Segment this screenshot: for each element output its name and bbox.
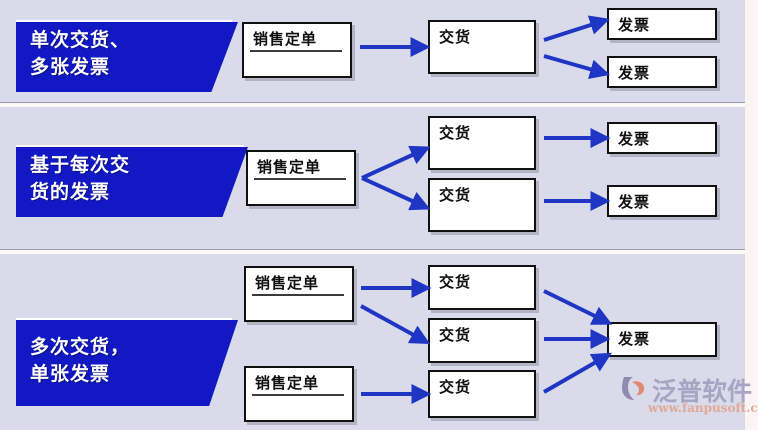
row-1-banner-line-2: 多张发票: [30, 56, 111, 78]
row-2-invoice-label-2: 发票: [618, 193, 651, 211]
row-3-delivery-label-1: 交货: [439, 273, 472, 291]
row-3-sales-order-box-2[interactable]: 销售定单: [244, 366, 354, 422]
row-1-sales-order-label: 销售定单: [253, 30, 318, 48]
watermark-url: www.fanpusoft.com: [648, 401, 758, 415]
row-2-delivery-box-1[interactable]: 交货: [428, 116, 536, 170]
row-3-sales-order-rule-2: [252, 394, 344, 396]
watermark: 泛普软件 www.fanpusoft.com: [620, 372, 758, 424]
page-right-margin: [745, 0, 758, 430]
row-3-delivery-box-1[interactable]: 交货: [428, 265, 536, 310]
banner-highlight-row-2: [16, 145, 244, 148]
row-3-banner: 多次交货， 单张发票: [16, 320, 238, 406]
row-1-invoice-box-1[interactable]: 发票: [607, 8, 717, 40]
row-2-banner-line-2: 货的发票: [30, 181, 111, 203]
row-2-banner: 基于每次交 货的发票: [16, 147, 248, 217]
banner-highlight-row-3: [16, 318, 232, 321]
row-3-sales-order-box-1[interactable]: 销售定单: [244, 266, 354, 322]
row-1-sales-order-box[interactable]: 销售定单: [242, 22, 352, 78]
row-1-invoice-label-1: 发票: [618, 16, 651, 34]
row-2-sales-order-rule: [254, 178, 346, 180]
row-1-delivery-box[interactable]: 交货: [428, 20, 536, 74]
row-3-sales-order-label-2: 销售定单: [255, 374, 320, 392]
row-1-banner-line-1: 单次交货、: [30, 29, 131, 51]
row-3-delivery-label-3: 交货: [439, 378, 472, 396]
row-2-invoice-label-1: 发票: [618, 130, 651, 148]
fanpu-logo-icon: [622, 377, 645, 400]
row-2-delivery-label-1: 交货: [439, 124, 472, 142]
row-1-delivery-label: 交货: [439, 28, 472, 46]
row-3-invoice-box[interactable]: 发票: [607, 322, 717, 357]
watermark-brand: 泛普软件: [652, 377, 753, 406]
row-3-delivery-box-3[interactable]: 交货: [428, 370, 536, 418]
row-2-invoice-box-2[interactable]: 发票: [607, 185, 717, 217]
row-3-delivery-label-2: 交货: [439, 326, 472, 344]
row-2-invoice-box-1[interactable]: 发票: [607, 122, 717, 154]
row-3-delivery-box-2[interactable]: 交货: [428, 318, 536, 363]
row-1-banner: 单次交货、 多张发票: [16, 22, 238, 92]
row-2-banner-line-1: 基于每次交: [30, 154, 131, 176]
row-3-banner-line-1: 多次交货，: [30, 336, 131, 358]
row-3-sales-order-rule-1: [252, 294, 344, 296]
row-2-delivery-box-2[interactable]: 交货: [428, 178, 536, 232]
row-3-banner-line-2: 单张发票: [30, 363, 111, 385]
row-2-delivery-label-2: 交货: [439, 186, 472, 204]
row-2-sales-order-label: 销售定单: [257, 158, 322, 176]
row-3-sales-order-label-1: 销售定单: [255, 274, 320, 292]
row-3-invoice-label: 发票: [618, 330, 651, 348]
row-2-sales-order-box[interactable]: 销售定单: [246, 150, 356, 206]
row-1-invoice-box-2[interactable]: 发票: [607, 56, 717, 88]
banner-highlight-row-1: [16, 20, 232, 23]
row-1-invoice-label-2: 发票: [618, 64, 651, 82]
row-1-sales-order-rule: [250, 50, 342, 52]
